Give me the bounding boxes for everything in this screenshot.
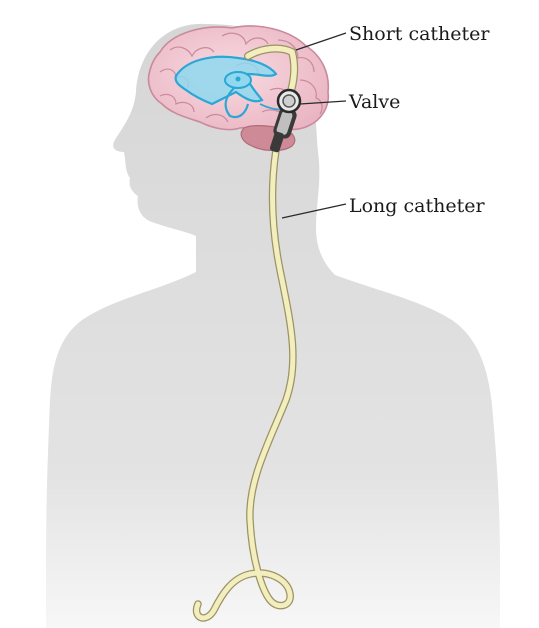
label-short-catheter: Short catheter: [349, 23, 490, 45]
short-catheter-leader: [296, 33, 346, 50]
label-valve: Valve: [348, 91, 400, 113]
label-long-catheter: Long catheter: [349, 195, 485, 217]
